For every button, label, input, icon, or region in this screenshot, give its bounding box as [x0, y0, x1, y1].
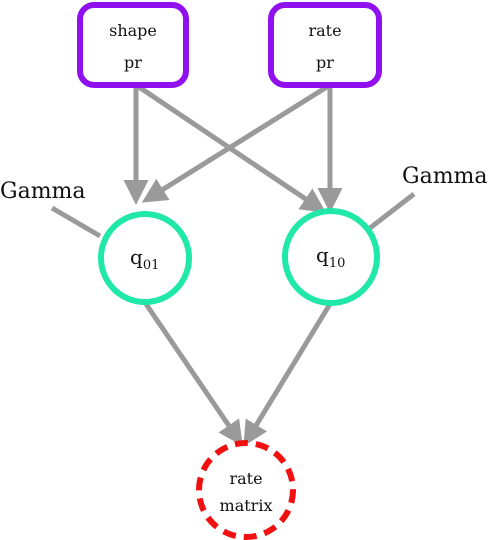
node-q10: q10 [282, 208, 380, 306]
q10-label-base: q [316, 243, 329, 267]
edge-gamma-left [50, 205, 102, 239]
node-rate-matrix: rate matrix [196, 440, 296, 540]
q10-label: q10 [316, 243, 345, 271]
q01-circle [98, 211, 192, 305]
shape-pr-label-line1: shape [109, 21, 157, 40]
edges [50, 82, 416, 447]
rate-matrix-label-line2: matrix [220, 496, 273, 515]
node-shape-pr: shape pr [77, 2, 189, 88]
shape-pr-label-line2: pr [124, 53, 142, 72]
q01-label: q01 [130, 245, 159, 273]
q01-label-sub: 01 [143, 258, 160, 273]
rate-pr-box [268, 2, 382, 88]
edge-q10-to-rate-matrix [243, 302, 333, 447]
distribution-label-right: Gamma [402, 164, 488, 189]
rate-pr-label-line2: pr [316, 53, 334, 72]
edge-gamma-right [368, 192, 416, 230]
edge-q01-to-rate-matrix [143, 302, 243, 447]
q10-label-sub: 10 [329, 256, 346, 271]
rate-pr-label-line1: rate [308, 21, 341, 40]
q01-label-base: q [130, 245, 143, 269]
q10-circle [282, 208, 380, 306]
distribution-label-left: Gamma [0, 179, 86, 204]
node-rate-pr: rate pr [268, 2, 382, 88]
shape-pr-box [77, 2, 189, 88]
rate-matrix-circle [196, 440, 296, 540]
edge-rate-to-q01 [141, 82, 332, 203]
rate-matrix-label-line1: rate [229, 469, 262, 488]
node-q01: q01 [98, 211, 192, 305]
